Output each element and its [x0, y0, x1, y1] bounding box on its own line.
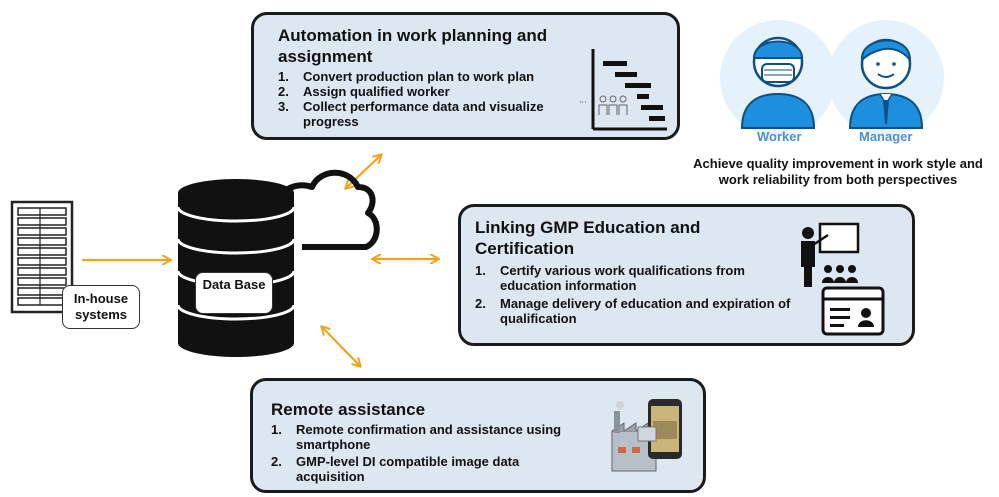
automation-list: 1.Convert production plan to work plan 2… — [278, 69, 677, 129]
list-item: 1.Remote confirmation and assistance usi… — [271, 422, 562, 452]
gmp-title: Linking GMP Education and Certification — [475, 218, 701, 258]
manager-label: Manager — [859, 129, 913, 144]
automation-title: Automation in work planning and assignme… — [278, 26, 548, 66]
factory-smartphone-icon — [611, 399, 682, 472]
list-item: 1.Certify various work qualifications fr… — [475, 263, 745, 293]
remote-list: 1.Remote confirmation and assistance usi… — [271, 422, 703, 484]
server-rack-icon — [10, 200, 74, 314]
list-item: 3.Collect performance data and visualize… — [278, 99, 544, 129]
gantt-schedule-icon: ··· — [579, 49, 667, 131]
remote-assistance-box: Remote assistance 1.Remote confirmation … — [250, 378, 706, 493]
worker-label: Worker — [757, 129, 802, 144]
remote-title: Remote assistance — [271, 400, 426, 419]
gmp-list: 1.Certify various work qualifications fr… — [475, 263, 912, 326]
inhouse-systems-label: In-house systems — [62, 285, 140, 329]
gmp-box: Linking GMP Education and Certification … — [458, 204, 915, 346]
perspective-caption: Achieve quality improvement in work styl… — [693, 156, 983, 187]
list-item: 2.Manage delivery of education and expir… — [475, 296, 791, 326]
teacher-icon — [801, 222, 860, 287]
arrow-db-remote — [322, 327, 360, 366]
list-item: 1.Convert production plan to work plan — [278, 69, 535, 84]
worker-manager-illustration — [720, 20, 944, 136]
database-cloud-icon — [176, 169, 380, 357]
automation-box: Automation in work planning and assignme… — [251, 12, 680, 140]
svg-text:···: ··· — [579, 98, 587, 107]
worker-icon — [740, 36, 816, 129]
list-item: 2.GMP-level DI compatible image data acq… — [271, 454, 520, 484]
database-label: Data Base — [195, 272, 273, 314]
manager-icon — [848, 38, 924, 129]
certificate-card-icon — [821, 286, 885, 336]
list-item: 2.Assign qualified worker — [278, 84, 450, 99]
